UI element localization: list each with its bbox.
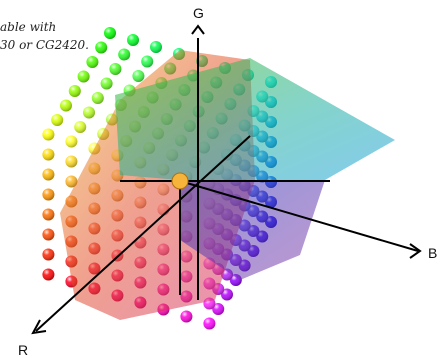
color-sphere-highlight [51, 114, 64, 126]
color-sphere-highlight [91, 92, 104, 104]
color-sphere-highlight [42, 248, 55, 261]
color-sphere-highlight [60, 99, 72, 112]
r-axis-arrowhead [31, 319, 47, 335]
r-axis-label: R [18, 342, 28, 358]
color-sphere-highlight [68, 85, 81, 97]
b-axis-line [179, 180, 419, 252]
caption-text: able with 30 or CG2420. [0, 18, 150, 54]
color-sphere-highlight [221, 288, 233, 301]
color-sphere-highlight [127, 34, 139, 46]
color-sphere-highlight [203, 317, 216, 330]
color-sphere-highlight [141, 55, 154, 68]
caption-line-1: able with [0, 20, 57, 34]
r-axis-line [35, 135, 251, 332]
b-axis-arrowhead [409, 243, 422, 259]
color-sphere-highlight [42, 268, 55, 281]
color-sphere-highlight [180, 310, 193, 323]
color-sphere-highlight [132, 70, 145, 82]
color-sphere-highlight [42, 228, 55, 241]
color-sphere-highlight [42, 188, 55, 201]
color-sphere-highlight [42, 128, 55, 141]
b-axis-label: B [428, 245, 437, 261]
color-sphere-highlight [42, 148, 55, 161]
color-sphere-highlight [65, 135, 78, 148]
color-sphere-highlight [77, 70, 90, 83]
green-blue-slice-plane [115, 58, 395, 180]
color-sphere-highlight [65, 155, 78, 168]
color-sphere-highlight [42, 168, 55, 181]
color-sphere-highlight [150, 41, 162, 53]
color-sphere-highlight [100, 77, 113, 90]
color-sphere-highlight [42, 208, 55, 221]
color-sphere-highlight [118, 48, 131, 61]
color-sphere-highlight [95, 41, 108, 54]
color-sphere-highlight [83, 106, 95, 119]
g-axis-label: G [193, 5, 204, 21]
color-sphere-highlight [104, 27, 116, 39]
center-sphere [171, 172, 189, 190]
slice-planes [60, 50, 395, 320]
color-sphere-highlight [86, 56, 99, 68]
axes-group [31, 24, 422, 335]
color-sphere-highlight [74, 121, 87, 133]
color-sphere-highlight [65, 175, 78, 188]
blue-magenta-slice-plane [180, 180, 325, 280]
g-axis-arrowhead [191, 24, 205, 35]
color-sphere-highlight [109, 63, 122, 75]
caption-line-2: 30 or CG2420. [0, 38, 89, 52]
color-sphere-highlight [212, 303, 225, 315]
